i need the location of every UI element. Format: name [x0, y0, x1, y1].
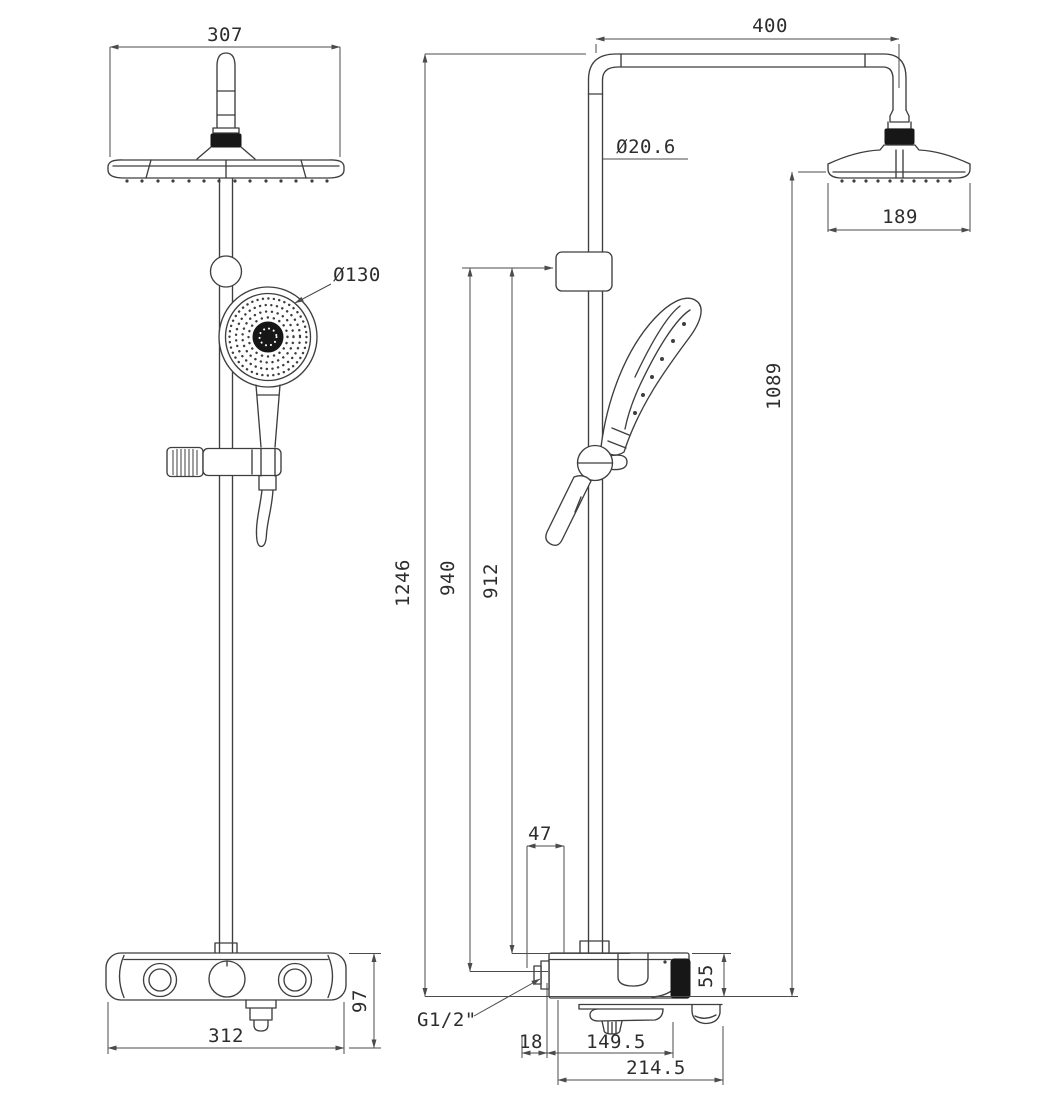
dim-total-height-label: 1246: [392, 559, 414, 607]
side-knob: [670, 958, 691, 999]
hand-shower-handle-side: [545, 475, 592, 546]
dim-valve-height: 97: [349, 953, 381, 1049]
dim-valve-height-label: 97: [349, 989, 371, 1013]
connector-nut-side: [884, 128, 915, 145]
shower-arm-front: [196, 52, 256, 160]
riser-pipe-front: [218, 177, 234, 954]
rain-shower-head-front: [107, 159, 345, 183]
dim-inlet-offset: 18: [519, 983, 674, 1058]
hand-shower-side: [545, 297, 702, 546]
dim-riser-offset: 47: [526, 823, 565, 968]
dim-head-width-label: 307: [207, 24, 243, 46]
dim-head-to-base: 1089: [763, 171, 826, 997]
dim-head-depth: 189: [827, 183, 971, 233]
mount-ring: [209, 255, 243, 288]
dim-valve-width-label: 312: [208, 1025, 244, 1047]
slider-lever: [611, 454, 628, 471]
front-view: 307 Ø130 312 97: [105, 24, 381, 1054]
shower-arm-side: [587, 53, 915, 145]
spray-center: [252, 321, 284, 353]
hand-shower-spray-face: [228, 297, 308, 377]
dim-valve-body-height: 55: [692, 953, 731, 997]
connector-nut-front: [210, 133, 242, 148]
inlet-thread-callout: G1/2": [417, 978, 541, 1031]
dim-riser-offset-label: 47: [528, 823, 552, 845]
dim-hand-shower-diameter: Ø130: [294, 264, 381, 304]
inlet-thread-label: G1/2": [417, 1009, 477, 1031]
spout-front: [245, 999, 277, 1032]
dim-spout-reach: 149.5: [546, 1031, 674, 1056]
dim-valve-body-height-label: 55: [695, 964, 717, 988]
dim-total-height: 1246: [392, 53, 586, 997]
dim-inlet-offset-label: 18: [519, 1031, 543, 1053]
spray-nozzles-front: [125, 179, 329, 183]
spray-nozzles-side: [840, 179, 952, 183]
dim-pipe-diameter-label: Ø20.6: [616, 136, 676, 158]
mixer-valve-side: [533, 940, 723, 1035]
wall-bracket-side: [555, 251, 613, 292]
spout-side: [578, 1003, 723, 1035]
dim-bracket-to-valve-top: 912: [480, 267, 630, 954]
center-knob: [208, 960, 246, 998]
side-view: 400 Ø20.6 189 1089 1246: [392, 15, 971, 1085]
dim-spout-reach-label: 149.5: [586, 1031, 646, 1053]
dim-overall-depth: 214.5: [557, 1000, 724, 1085]
hand-shower-front: [218, 286, 318, 448]
hand-shower-hose: [255, 475, 277, 548]
dim-valve-width: 312: [107, 1002, 345, 1054]
dim-arm-reach-label: 400: [752, 15, 788, 37]
hand-shower-spray-side: [633, 322, 686, 415]
slide-bar-bracket: [166, 446, 282, 478]
dim-head-depth-label: 189: [882, 206, 918, 228]
right-knob: [277, 962, 313, 998]
rain-shower-head-side: [827, 144, 971, 183]
riser-pipe-side: [587, 79, 604, 954]
left-knob: [142, 962, 178, 998]
spout-tip: [691, 1003, 721, 1025]
spout-aerator: [601, 1020, 623, 1035]
dim-overall-depth-label: 214.5: [626, 1057, 686, 1079]
hand-shower-handle-front: [255, 384, 281, 448]
dim-hand-shower-label: Ø130: [333, 264, 381, 286]
dim-head-to-base-label: 1089: [763, 362, 785, 410]
dim-bracket-to-inlet-label: 940: [437, 560, 459, 596]
bracket-body: [202, 447, 282, 477]
mixer-valve-front: [105, 942, 347, 1032]
dim-head-width: 307: [109, 24, 341, 157]
handle-recess: [617, 952, 649, 987]
dim-arm-reach: 400: [595, 15, 900, 88]
dim-bracket-to-valve-top-label: 912: [480, 563, 502, 599]
dim-bracket-to-inlet: 940: [437, 267, 548, 972]
dim-pipe-diameter: Ø20.6: [603, 136, 688, 160]
